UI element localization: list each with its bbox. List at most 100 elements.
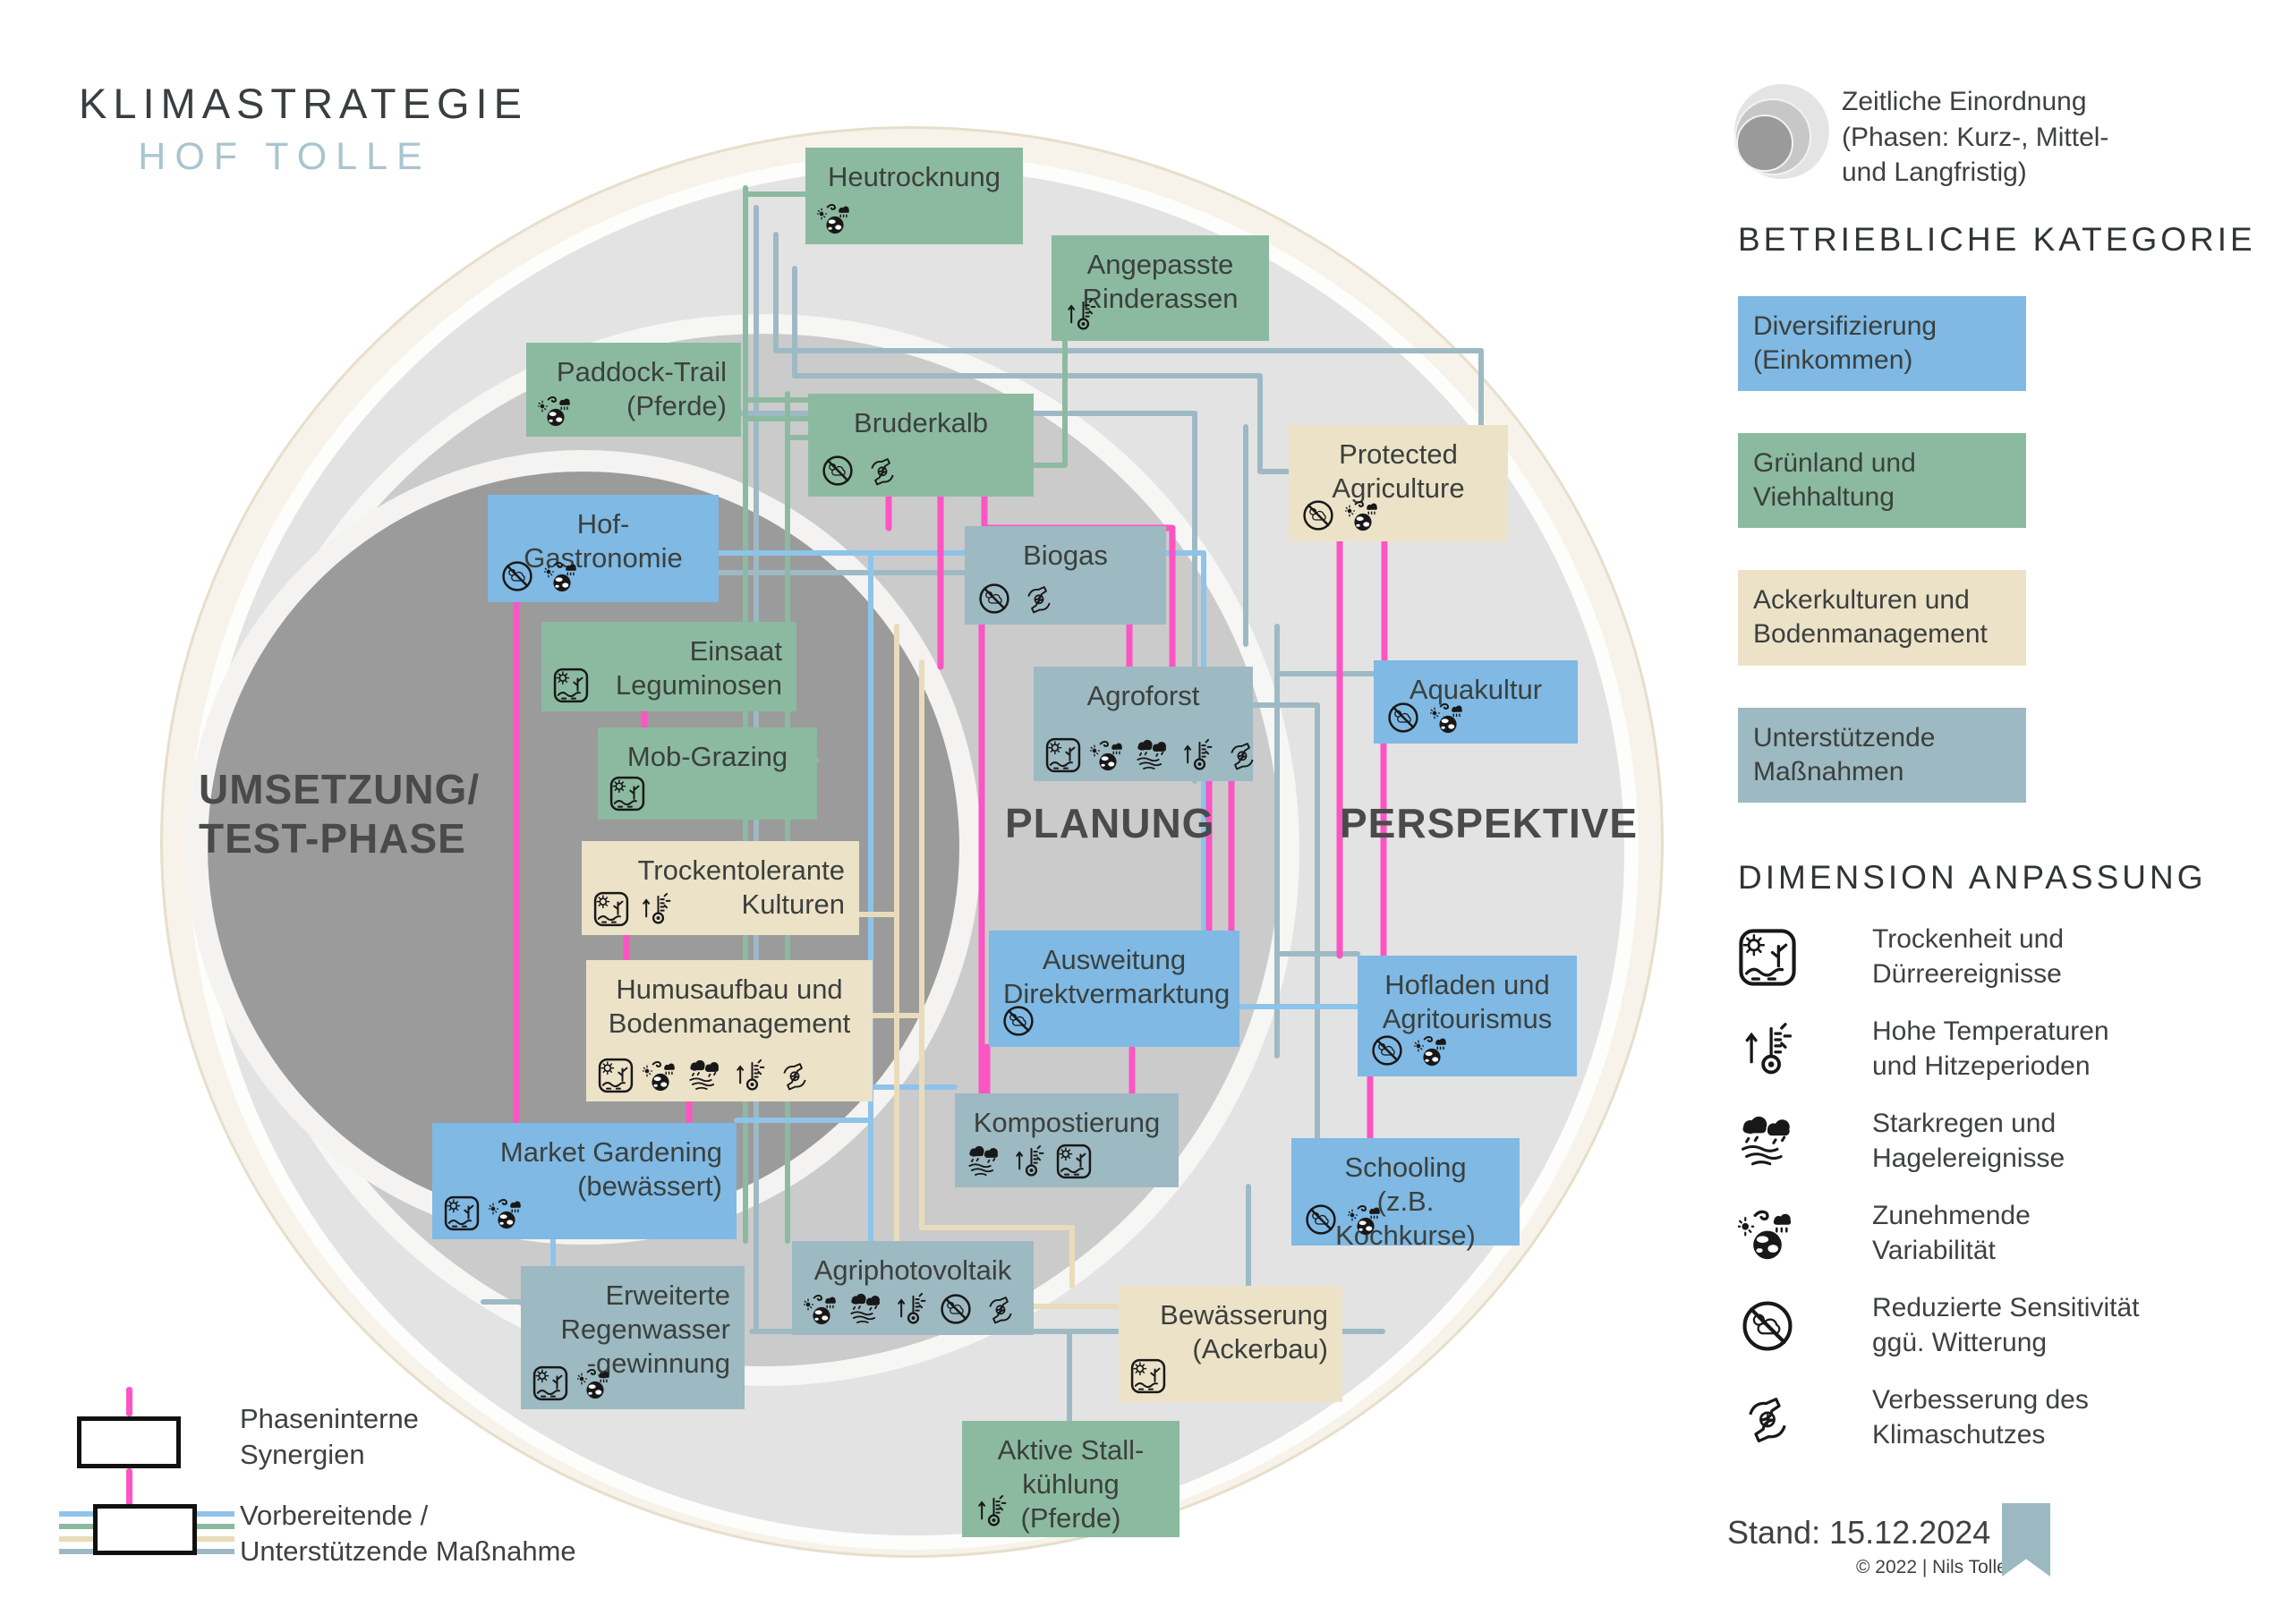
measure-icon-row	[820, 453, 900, 489]
timeline-circle-inner	[1736, 115, 1793, 172]
nosym-icon	[1300, 497, 1336, 533]
nosym-icon	[1369, 1033, 1405, 1068]
synergy-legend-label: Phaseninterne Synergien	[240, 1403, 419, 1471]
dimension-label: Reduzierte Sensitivität ggü. Witterung	[1872, 1293, 2140, 1357]
dimension-legend-item: Hohe Temperaturen und Hitzeperioden	[1738, 1003, 2239, 1095]
connector-green	[1031, 338, 1068, 468]
measure-icon-row	[967, 1144, 1092, 1179]
measure-label: Hofladen und Agritourismus	[1382, 969, 1553, 1034]
hands-icon	[1021, 581, 1057, 616]
measure-icon-row	[974, 1493, 1009, 1529]
measure-label: Angepasste Rinderassen	[1082, 249, 1239, 314]
measure-box-einsaat: Einsaat Leguminosen	[541, 622, 796, 711]
measure-icon-row	[1369, 1033, 1450, 1068]
measure-label: Biogas	[1023, 540, 1108, 571]
measure-label: Aktive Stall- kühlung (Pferde)	[997, 1434, 1145, 1534]
dimension-label: Hohe Temperaturen und Hitzeperioden	[1872, 1016, 2109, 1081]
dimension-legend-item: Starkregen und Hagelereignisse	[1738, 1095, 2239, 1187]
nosym-icon	[1385, 700, 1421, 735]
measure-label: Aquakultur	[1409, 674, 1543, 705]
variability-icon	[1348, 1202, 1384, 1237]
category-label: Grünland und Viehhaltung	[1753, 448, 1916, 513]
status-date: Stand: 15.12.2024	[1727, 1514, 1991, 1551]
measure-box-heutrocknung: Heutrocknung	[805, 148, 1023, 244]
measure-box-paddock-trail: Paddock-Trail (Pferde)	[526, 343, 741, 437]
measure-icon-row	[499, 558, 580, 594]
measure-box-kompostierung: Kompostierung	[955, 1093, 1179, 1187]
measure-label: Mob-Grazing	[626, 741, 788, 772]
variability-icon	[804, 1291, 839, 1327]
support-legend-label: Vorbereitende / Unterstützende Maßnahme	[240, 1500, 576, 1568]
category-legend-unterstuetzend: Unterstützende Maßnahmen	[1738, 707, 2026, 803]
synergy-line-sample-top	[126, 1387, 132, 1416]
category-legend-acker: Ackerkulturen und Bodenmanagement	[1738, 570, 2026, 666]
measure-icon-row	[1001, 1003, 1036, 1039]
nosym-icon	[976, 581, 1012, 616]
page-title: KLIMASTRATEGIE HOF TOLLE	[79, 79, 528, 179]
phase-label-umsetzung: UMSETZUNG/ TEST-PHASE	[199, 766, 481, 863]
measure-label: Protected Agriculture	[1332, 438, 1465, 504]
hands-icon	[1738, 1389, 1797, 1448]
measure-label: Bewässerung (Ackerbau)	[1160, 1299, 1328, 1365]
phase-label-perspektive: PERSPEKTIVE	[1340, 800, 1639, 846]
measure-box-stallkuehlung: Aktive Stall- kühlung (Pferde)	[962, 1421, 1180, 1537]
dimension-legend-item: Verbesserung des Klimaschutzes	[1738, 1372, 2239, 1464]
hands-icon	[983, 1291, 1018, 1327]
variability-icon	[1430, 700, 1466, 735]
measure-label: Ausweitung Direktvermarktung	[1003, 944, 1231, 1009]
connector-sky	[716, 550, 1206, 933]
storm-icon	[967, 1144, 1002, 1179]
measure-label: Bruderkalb	[854, 407, 988, 438]
measure-box-rinderassen: Angepasste Rinderassen	[1052, 235, 1269, 341]
measure-label: Einsaat Leguminosen	[615, 635, 782, 701]
heat-icon	[974, 1493, 1009, 1529]
measure-icon-row	[1063, 297, 1099, 333]
synergy-box-sample	[77, 1416, 181, 1468]
connector-steel	[773, 232, 1484, 429]
measure-icon-row	[1045, 737, 1260, 773]
drought-icon	[609, 776, 645, 812]
measure-icon-row	[1300, 497, 1381, 533]
dimensions-heading: DIMENSION ANPASSUNG	[1738, 859, 2207, 896]
variability-icon	[577, 1365, 613, 1401]
hands-icon	[777, 1058, 813, 1093]
drought-icon	[1130, 1358, 1166, 1394]
measure-icon-row	[609, 776, 645, 812]
drought-icon	[598, 1058, 634, 1093]
measure-label: Trockentolerante Kulturen	[637, 855, 845, 920]
measure-icon-row	[804, 1291, 1018, 1327]
measure-box-schooling: Schooling (z.B. Kochkurse)	[1291, 1138, 1520, 1251]
synergy-line-sample-bottom	[126, 1468, 132, 1526]
storm-icon	[848, 1291, 884, 1327]
variability-icon	[538, 393, 574, 429]
dimension-label: Zunehmende Variabilität	[1872, 1201, 2031, 1265]
drought-icon	[444, 1195, 480, 1231]
title-line1: KLIMASTRATEGIE	[79, 80, 528, 127]
measure-label: Erweiterte Regenwasser -gewinnung	[560, 1280, 730, 1379]
dimension-legend-item: Trockenheit und Dürreereignisse	[1738, 911, 2239, 1003]
support-box-sample	[93, 1504, 197, 1555]
drought-icon	[1045, 737, 1081, 773]
timeline-phases-icon	[1734, 84, 1833, 183]
measure-label: Agriphotovoltaik	[813, 1254, 1012, 1286]
category-label: Ackerkulturen und Bodenmanagement	[1753, 585, 1988, 650]
measure-box-hof-gastronomie: Hof-Gastronomie	[488, 495, 719, 602]
categories-legend: Diversifizierung (Einkommen) Grünland und…	[1738, 296, 2026, 845]
drought-icon	[1056, 1144, 1092, 1179]
dimension-legend-item: Zunehmende Variabilität	[1738, 1187, 2239, 1280]
measure-box-bewaesserung: Bewässerung (Ackerbau)	[1119, 1286, 1342, 1402]
drought-icon	[532, 1365, 568, 1401]
measure-label: Agroforst	[1086, 680, 1200, 711]
measure-box-bruderkalb: Bruderkalb	[808, 394, 1034, 497]
measure-box-humusaufbau: Humusaufbau und Bodenmanagement	[586, 960, 873, 1101]
measure-icon-row	[976, 581, 1057, 616]
hands-icon	[1224, 737, 1260, 773]
measure-icon-row	[553, 667, 589, 703]
category-legend-diversifizierung: Diversifizierung (Einkommen)	[1738, 296, 2026, 392]
measure-icon-row	[1385, 700, 1466, 735]
heat-icon	[893, 1291, 929, 1327]
nosym-icon	[1738, 1297, 1797, 1356]
nosym-icon	[499, 558, 535, 594]
variability-icon	[1090, 737, 1126, 773]
